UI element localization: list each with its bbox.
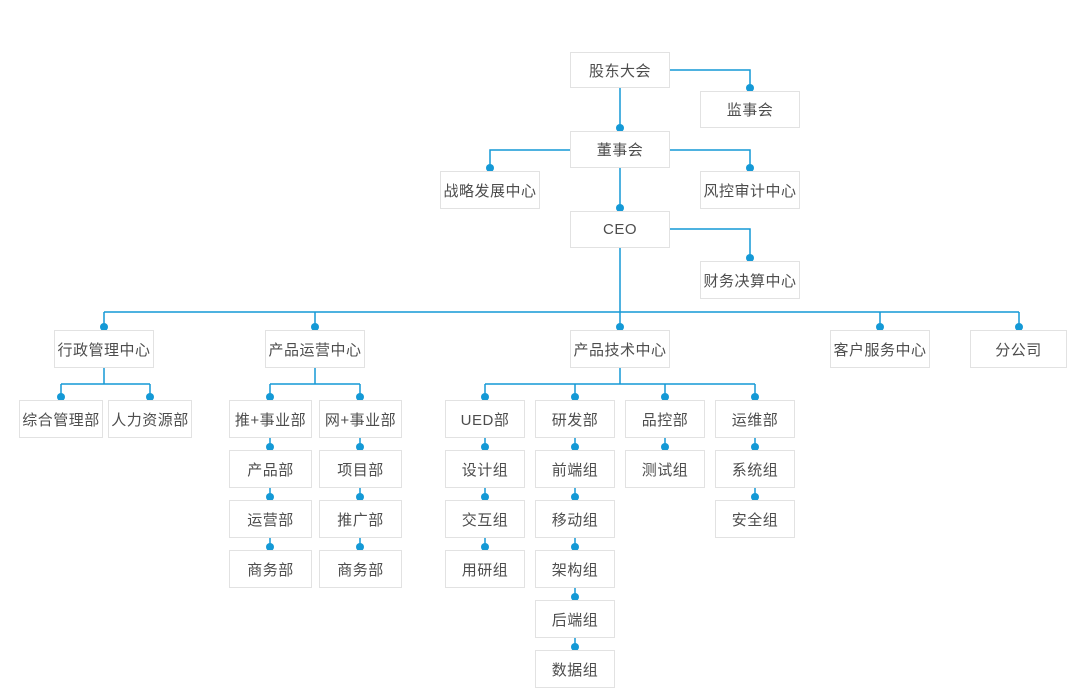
org-node-rd-dept: 研发部 <box>535 400 615 438</box>
org-node-wang-plus-business-unit: 网+事业部 <box>319 400 402 438</box>
org-node-customer-service-center: 客户服务中心 <box>830 330 930 368</box>
org-node-mobile-group: 移动组 <box>535 500 615 538</box>
org-node-architecture-group: 架构组 <box>535 550 615 588</box>
org-node-operations-maintenance-dept: 运维部 <box>715 400 795 438</box>
org-node-operations-dept: 运营部 <box>229 500 312 538</box>
org-node-testing-group: 测试组 <box>625 450 705 488</box>
org-node-branch-company: 分公司 <box>970 330 1067 368</box>
org-node-human-resources-dept: 人力资源部 <box>108 400 192 438</box>
org-node-board-of-directors: 董事会 <box>570 131 670 168</box>
org-node-promotion-dept: 推广部 <box>319 500 402 538</box>
org-node-ued-dept: UED部 <box>445 400 525 438</box>
org-node-backend-group: 后端组 <box>535 600 615 638</box>
org-node-financial-settlement-center: 财务决算中心 <box>700 261 800 299</box>
org-node-frontend-group: 前端组 <box>535 450 615 488</box>
connector-line <box>670 69 751 88</box>
org-node-security-group: 安全组 <box>715 500 795 538</box>
org-node-tui-plus-business-unit: 推+事业部 <box>229 400 312 438</box>
org-node-business-dept-wang: 商务部 <box>319 550 402 588</box>
connector-line <box>670 228 751 258</box>
org-node-business-dept-tui: 商务部 <box>229 550 312 588</box>
org-node-supervisory-board: 监事会 <box>700 91 800 128</box>
org-node-quality-control-dept: 品控部 <box>625 400 705 438</box>
connector-line <box>670 149 751 168</box>
org-node-design-group: 设计组 <box>445 450 525 488</box>
org-node-data-group: 数据组 <box>535 650 615 688</box>
org-node-general-management-dept: 综合管理部 <box>19 400 103 438</box>
org-node-interaction-group: 交互组 <box>445 500 525 538</box>
connector-line <box>489 149 570 168</box>
org-node-project-dept: 项目部 <box>319 450 402 488</box>
org-node-shareholders-meeting: 股东大会 <box>570 52 670 88</box>
org-node-product-dept: 产品部 <box>229 450 312 488</box>
org-node-admin-management-center: 行政管理中心 <box>54 330 154 368</box>
org-node-risk-audit-center: 风控审计中心 <box>700 171 800 209</box>
org-node-user-research-group: 用研组 <box>445 550 525 588</box>
org-node-product-operations-center: 产品运营中心 <box>265 330 365 368</box>
org-node-strategy-development-center: 战略发展中心 <box>440 171 540 209</box>
org-node-product-technology-center: 产品技术中心 <box>570 330 670 368</box>
org-node-system-group: 系统组 <box>715 450 795 488</box>
org-node-ceo: CEO <box>570 211 670 248</box>
